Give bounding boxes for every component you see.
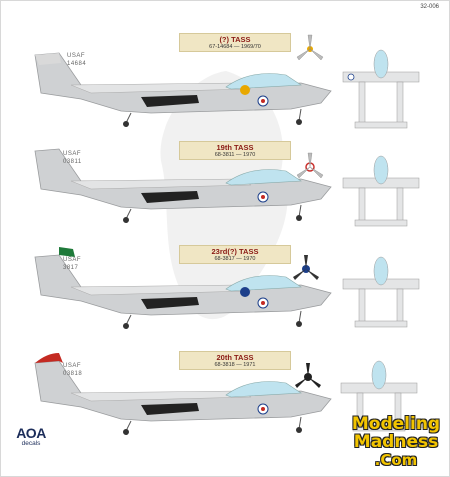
tail-number: 03811 (63, 159, 82, 165)
unit-name: 20th TASS (216, 353, 254, 362)
profile-row-1: (?) TASS 67-14684 — 1969/70 USAF 14684 (1, 23, 450, 135)
aoa-decals-logo: AOA decals (9, 426, 53, 448)
unit-label-box-4: 20th TASS 68-3818 — 1971 (179, 351, 291, 370)
brand-sub: decals (21, 440, 41, 447)
unit-label-box-3: 23rd(?) TASS 68-3817 — 1970 (179, 245, 291, 264)
serial-line: 68-3811 — 1970 (214, 152, 256, 158)
tail-number: 03818 (63, 371, 83, 377)
sheet-code: 32-006 (420, 4, 439, 10)
aircraft-profile-1 (34, 34, 420, 129)
unit-name: (?) TASS (219, 35, 251, 44)
aircraft-profile-3 (34, 247, 420, 329)
unit-label-box-2: 19th TASS 68-3811 — 1970 (179, 141, 291, 160)
serial-line: 68-3817 — 1970 (214, 256, 256, 262)
tail-usaf: USAF (63, 363, 82, 369)
profile-row-3: 23rd(?) TASS 68-3817 — 1970 USAF 3817 (1, 235, 450, 347)
serial-line: 67-14684 — 1969/70 (209, 44, 261, 50)
brand-name: AOA (16, 425, 46, 441)
watermark-line2: Madness (353, 432, 439, 452)
tail-usaf: USAF (63, 257, 82, 263)
watermark-line1: Modeling (351, 414, 441, 434)
tail-usaf: USAF (63, 151, 82, 157)
aircraft-profile-2 (34, 148, 420, 227)
serial-line: 68-3818 — 1971 (214, 362, 256, 368)
unit-name: 23rd(?) TASS (211, 247, 259, 256)
watermark-line3: .Com (374, 451, 418, 469)
profile-row-2: 19th TASS 68-3811 — 1970 USAF 03811 (1, 129, 450, 241)
aircraft-profile-4 (34, 353, 418, 435)
tail-number: 14684 (67, 61, 87, 67)
unit-label-box-1: (?) TASS 67-14684 — 1969/70 (179, 33, 291, 52)
profile-row-4: 20th TASS 68-3818 — 1971 USAF 03818 (1, 341, 450, 453)
tail-usaf: USAF (67, 53, 86, 59)
unit-name: 19th TASS (216, 143, 254, 152)
modelingmadness-watermark: Modeling Madness .Com (344, 415, 448, 473)
tail-number: 3817 (63, 265, 79, 271)
